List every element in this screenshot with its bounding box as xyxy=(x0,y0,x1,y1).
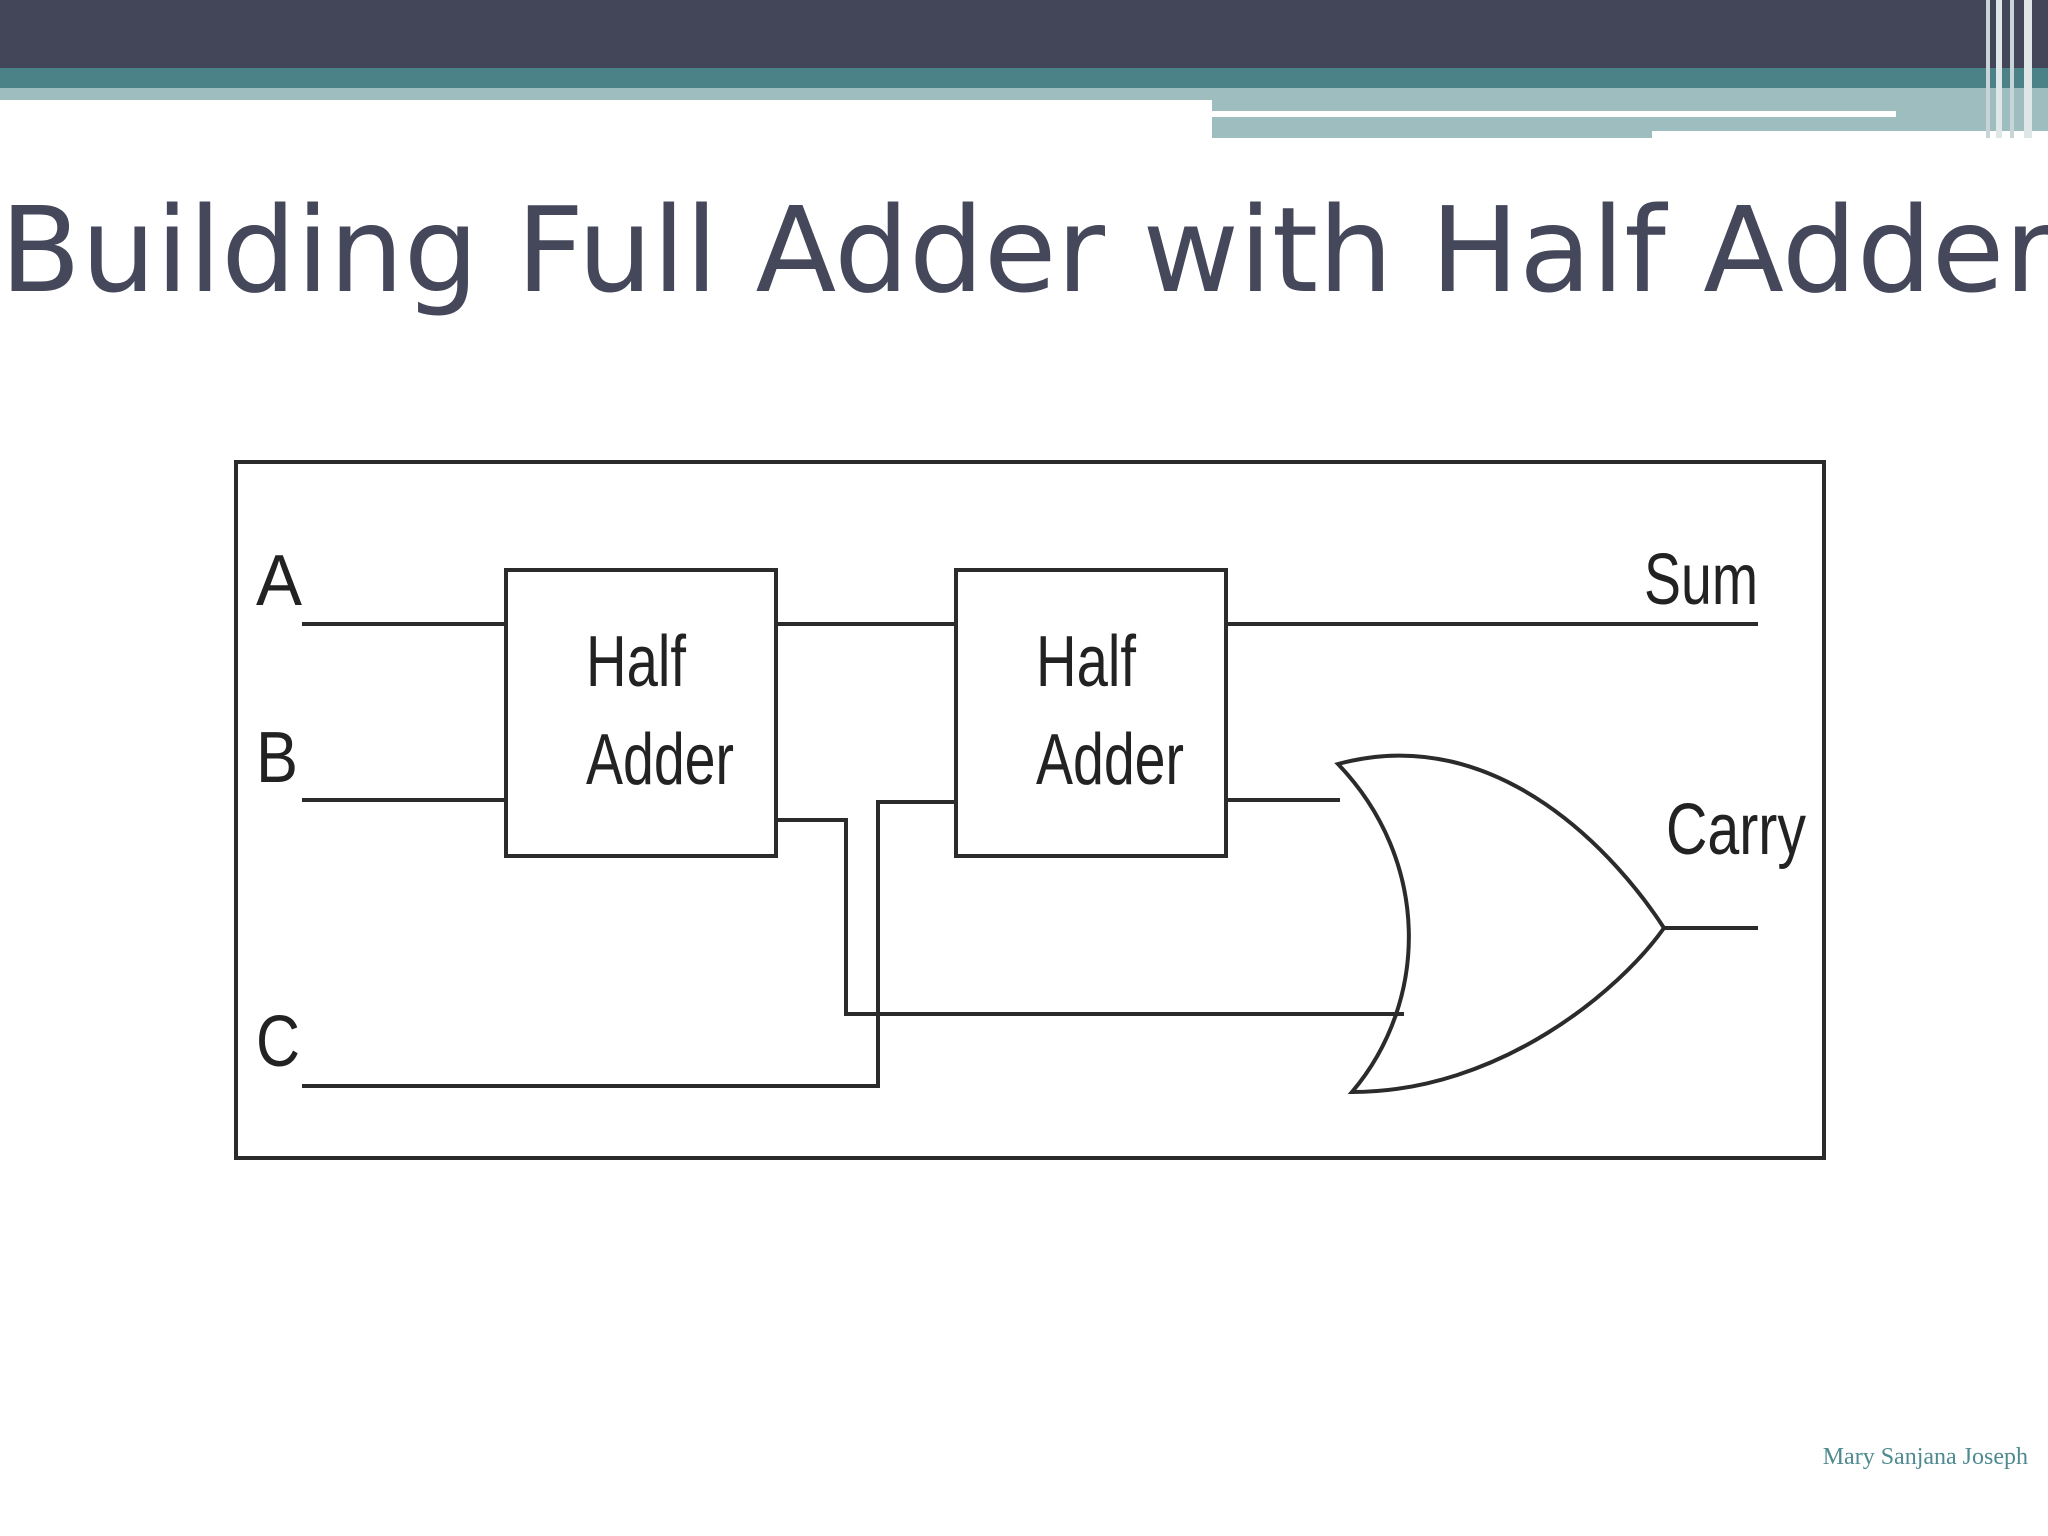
footer-author: Mary Sanjana Joseph xyxy=(1822,1444,2028,1470)
diagram-border xyxy=(234,460,1826,1160)
header-white-notch xyxy=(1652,131,2048,140)
input-label-c: C xyxy=(256,1002,300,1082)
input-label-a: A xyxy=(256,541,302,621)
half-adder-1-label-line2: Adder xyxy=(586,720,734,800)
header-light-stripe xyxy=(0,88,1212,100)
input-label-b: B xyxy=(256,718,298,798)
half-adder-2-label-line2: Adder xyxy=(1036,720,1184,800)
output-label-sum: Sum xyxy=(1644,540,1758,620)
output-label-carry: Carry xyxy=(1666,790,1806,870)
wire-c xyxy=(302,800,956,1088)
wire-ha1-carry xyxy=(776,818,1404,1016)
half-adder-1-label-line1: Half xyxy=(586,622,687,702)
half-adder-2-label-line1: Half xyxy=(1036,622,1137,702)
half-adder-1-box xyxy=(504,568,778,858)
header-right-strip-4 xyxy=(2024,0,2032,138)
half-adder-2-box xyxy=(954,568,1228,858)
or-gate xyxy=(1334,753,1667,1095)
header-banner xyxy=(0,0,2048,140)
header-right-strip-2 xyxy=(1996,0,2002,138)
header-teal-stripe xyxy=(0,68,2048,88)
slide-title: Building Full Adder with Half Adder xyxy=(0,181,2048,319)
header-right-strip-3 xyxy=(2010,0,2014,138)
header-dark-bar xyxy=(0,0,2048,68)
header-white-line xyxy=(1212,111,1896,117)
header-right-strip-1 xyxy=(1986,0,1990,138)
